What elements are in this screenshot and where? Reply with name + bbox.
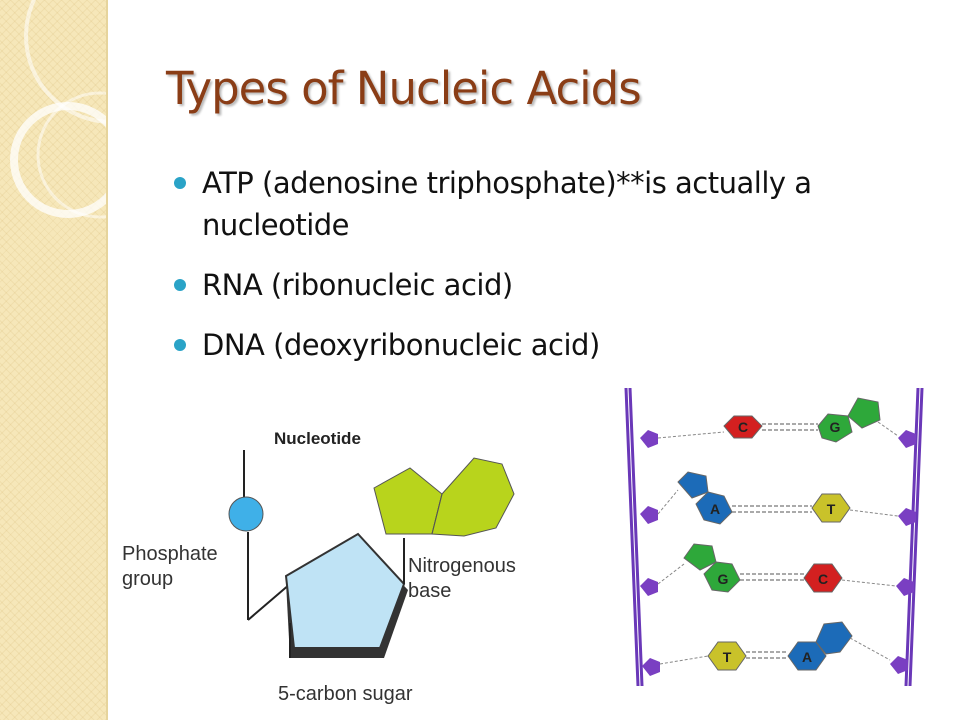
base-letter-a-2: A [710, 501, 720, 517]
phosphate-right-1 [898, 430, 916, 448]
base-letter-a-4: A [802, 649, 812, 665]
sugar-label: 5-carbon sugar [278, 683, 413, 705]
phosphate-left-4 [642, 658, 660, 676]
phosphate-label-line2: group [122, 568, 173, 590]
base-ring-hexagon [431, 457, 515, 537]
bullet-dna: DNA (deoxyribonucleic acid) [172, 324, 932, 366]
sidebar-edge [106, 0, 108, 720]
phosphate-right-4 [890, 656, 908, 674]
base-t-4 [707, 641, 747, 671]
base-t-2 [811, 493, 851, 523]
base-letter-c-3: C [818, 571, 828, 587]
base-g-1-ring2 [847, 397, 881, 429]
phosphate-sugar-bond [247, 583, 291, 621]
base-label-line1: Nitrogenous [408, 555, 516, 577]
sugar-link-left-1 [657, 431, 725, 439]
base-ring-shared-edge [431, 493, 443, 535]
base-letter-g-3: G [718, 571, 729, 587]
phosphate-group-circle [228, 496, 264, 532]
phosphate-left-3 [640, 578, 658, 596]
base-a-2-ring [677, 471, 709, 499]
five-carbon-sugar [284, 532, 406, 649]
base-letter-g-1: G [830, 419, 841, 435]
base-letter-c-1: C [738, 419, 748, 435]
phosphate-right-3 [896, 578, 914, 596]
phosphate-left-2 [640, 506, 658, 524]
left-backbone [624, 387, 644, 687]
bullet-list: ATP (adenosine triphosphate)**is actuall… [172, 162, 932, 384]
bullet-atp: ATP (adenosine triphosphate)**is actuall… [172, 162, 932, 246]
sidebar-circle-top [24, 0, 106, 124]
phosphate-label-line1: Phosphate [122, 543, 218, 565]
slide-title: Types of Nucleic Acids [166, 62, 642, 115]
base-label-line2: base [408, 580, 451, 602]
sidebar-circle-large [10, 102, 106, 218]
base-letter-t-4: T [723, 649, 732, 665]
base-c-1 [723, 415, 763, 439]
base-a-2-ring2 [695, 491, 733, 525]
dna-diagram: C G A T G C T A [624, 387, 924, 687]
phosphate-left-1 [640, 430, 658, 448]
base-a-4-ring2 [815, 621, 853, 655]
base-c-3 [803, 563, 843, 593]
base-a-4-ring [787, 641, 827, 671]
sugar-link-right-1 [877, 421, 899, 437]
base-ring-pentagon [373, 467, 443, 535]
base-letter-t-2: T [827, 501, 836, 517]
sugar-link-left-2 [657, 489, 679, 515]
nucleotide-title: Nucleotide [274, 429, 361, 448]
sugar-link-left-3 [657, 563, 685, 585]
base-g-3-ring2 [703, 561, 741, 593]
sidebar-circles-decoration [10, 0, 106, 219]
decorative-sidebar [0, 0, 106, 720]
sugar-link-right-3 [841, 579, 897, 587]
sugar-link-right-4 [849, 637, 891, 661]
sugar-link-left-4 [659, 655, 709, 665]
sugar-link-right-2 [849, 509, 899, 517]
sidebar-circle-inner [36, 91, 106, 219]
base-g-1-ring [817, 413, 853, 443]
base-g-3-ring [683, 543, 717, 571]
nucleotide-diagram: Nucleotide Phosphate group Nitrogenous b… [122, 429, 516, 705]
phosphate-right-2 [898, 508, 916, 526]
bullet-rna: RNA (ribonucleic acid) [172, 264, 932, 306]
